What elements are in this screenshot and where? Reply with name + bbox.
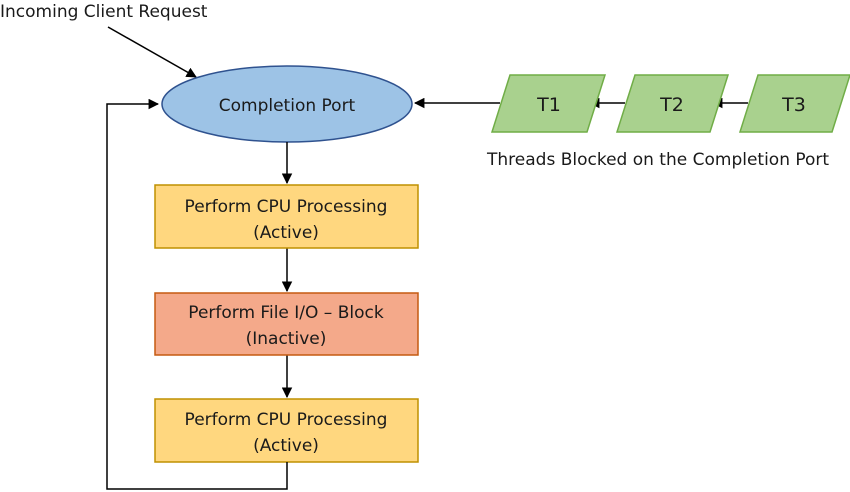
thread-label: T1: [536, 94, 561, 116]
step-box: [154, 398, 419, 463]
thread-shape: [738, 74, 850, 133]
thread-label: T3: [781, 94, 806, 116]
step-label-line2: (Active): [253, 436, 319, 456]
step-file-io-block: Perform File I/O – Block (Inactive): [154, 292, 419, 356]
threads-caption: Threads Blocked on the Completion Port: [486, 150, 829, 170]
step-box: [154, 292, 419, 356]
step-label-line1: Perform CPU Processing: [185, 410, 388, 430]
step-cpu-processing-1: Perform CPU Processing (Active): [154, 184, 419, 249]
step-box: [154, 184, 419, 249]
thread-t2: T2: [615, 74, 730, 133]
thread-label: T2: [659, 94, 684, 116]
completion-port-node: Completion Port: [161, 65, 413, 143]
step-label-line1: Perform File I/O – Block: [188, 303, 384, 323]
loop-back-arrow: [106, 98, 288, 490]
completion-port-label: Completion Port: [219, 96, 356, 116]
step-cpu-processing-2: Perform CPU Processing (Active): [154, 398, 419, 463]
thread-shape: [490, 74, 607, 133]
step-label-line1: Perform CPU Processing: [185, 197, 388, 217]
thread-shape: [615, 74, 730, 133]
incoming-request-arrow: [107, 26, 197, 78]
step-label-line2: (Inactive): [246, 329, 327, 349]
thread-t1: T1: [490, 74, 607, 133]
thread-t3: T3: [738, 74, 850, 133]
step-label-line2: (Active): [253, 223, 319, 243]
incoming-request-label: Incoming Client Request: [0, 2, 208, 22]
